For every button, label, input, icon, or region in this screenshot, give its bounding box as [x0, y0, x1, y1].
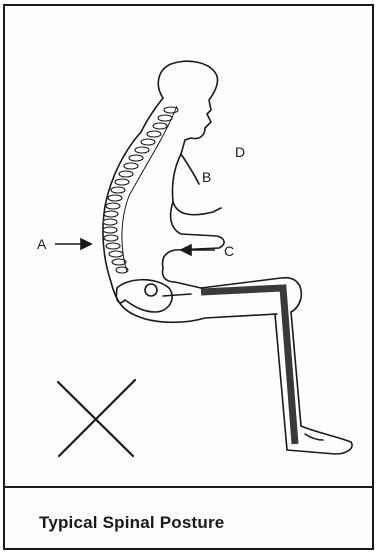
arrow-a-icon	[55, 239, 91, 249]
alignment-bar	[201, 288, 295, 444]
label-b: B	[202, 169, 211, 185]
label-a: A	[37, 236, 47, 252]
posture-illustration: A B C D	[5, 6, 372, 484]
arrow-c-icon	[181, 245, 215, 255]
label-c: C	[224, 243, 234, 259]
figure-frame: A B C D Typical Spinal Posture	[3, 4, 374, 550]
label-d: D	[235, 144, 245, 160]
torso-front	[172, 154, 221, 215]
seat	[137, 314, 277, 322]
caption-divider	[5, 486, 372, 488]
x-mark-icon	[58, 380, 135, 456]
figure-caption: Typical Spinal Posture	[39, 513, 224, 533]
